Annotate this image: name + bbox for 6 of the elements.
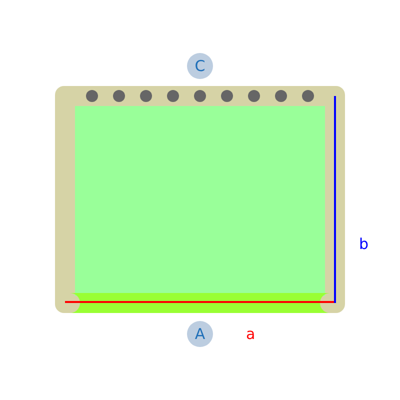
circle-node bbox=[187, 53, 213, 79]
node-label: A bbox=[194, 325, 206, 343]
node-label: C bbox=[194, 57, 206, 75]
circle-node bbox=[187, 321, 213, 347]
dimension-label: a bbox=[246, 325, 256, 343]
dimension-label: b bbox=[359, 235, 369, 253]
